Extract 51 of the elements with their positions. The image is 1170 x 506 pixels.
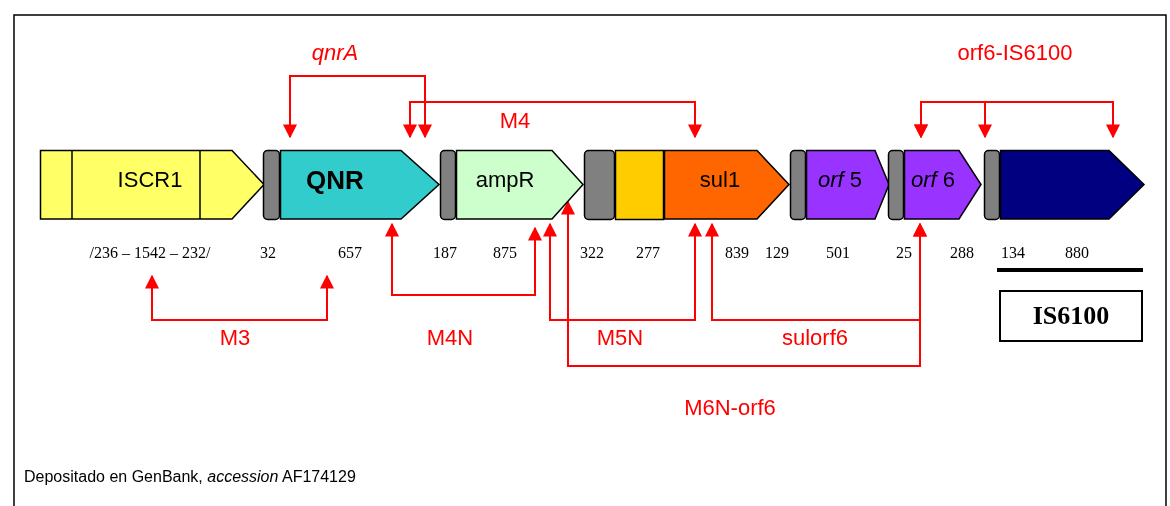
spacer-block <box>984 150 1000 220</box>
length-label: 501 <box>826 244 850 262</box>
primer-label: M6N-orf6 <box>684 395 776 421</box>
gene-label: ampR <box>475 167 535 193</box>
length-label: 875 <box>493 244 517 262</box>
gene-segment <box>664 150 790 220</box>
primer-label: M4N <box>426 325 474 351</box>
gene-segment <box>280 150 440 220</box>
caption: Depositado en GenBank, accession AF174129 <box>23 468 356 486</box>
primer-label: orf6-IS6100 <box>957 40 1073 66</box>
insertion-sequence-segment <box>40 150 265 220</box>
spacer-block <box>888 150 904 220</box>
length-label: 839 <box>725 244 749 262</box>
length-label: 288 <box>950 244 974 262</box>
primer-bracket <box>283 75 432 139</box>
gene-label: sul1 <box>699 167 741 193</box>
primer-label: sulorf6 <box>782 325 848 351</box>
primer-label: M3 <box>219 325 251 351</box>
length-label: 129 <box>765 244 789 262</box>
primer-bracket <box>145 274 334 321</box>
length-label: 134 <box>1001 244 1025 262</box>
length-label: /236 – 1542 – 232/ <box>89 244 211 262</box>
primer-bracket <box>914 101 1120 139</box>
gene-segment <box>1000 150 1145 220</box>
gene-label: orf 6 <box>911 167 955 193</box>
length-label: 880 <box>1065 244 1089 262</box>
spacer-block <box>440 150 456 220</box>
gene-segment <box>456 150 584 220</box>
gene-segment <box>904 150 982 220</box>
length-label: 277 <box>636 244 660 262</box>
length-label: 25 <box>896 244 912 262</box>
is-element-box <box>999 290 1143 342</box>
primer-bracket <box>403 101 702 139</box>
length-label: 657 <box>338 244 362 262</box>
gene-label: ISCR1 <box>117 167 183 193</box>
primer-bracket <box>543 222 702 321</box>
primer-label: M4 <box>499 108 531 134</box>
spacer-block <box>790 150 806 220</box>
length-label: 187 <box>433 244 457 262</box>
length-label: 322 <box>580 244 604 262</box>
spacer-block <box>584 150 615 220</box>
primer-label: M5N <box>596 325 644 351</box>
gene-segment <box>806 150 890 220</box>
length-label: 32 <box>260 244 276 262</box>
primer-label: qnrA <box>311 40 359 66</box>
gene-label: QNR <box>306 164 364 196</box>
is-element-label: IS6100 <box>1032 301 1110 331</box>
primer-bracket <box>385 222 542 296</box>
spacer-block <box>263 150 280 220</box>
gene-label: orf 5 <box>818 167 862 193</box>
gene-block <box>615 150 664 220</box>
